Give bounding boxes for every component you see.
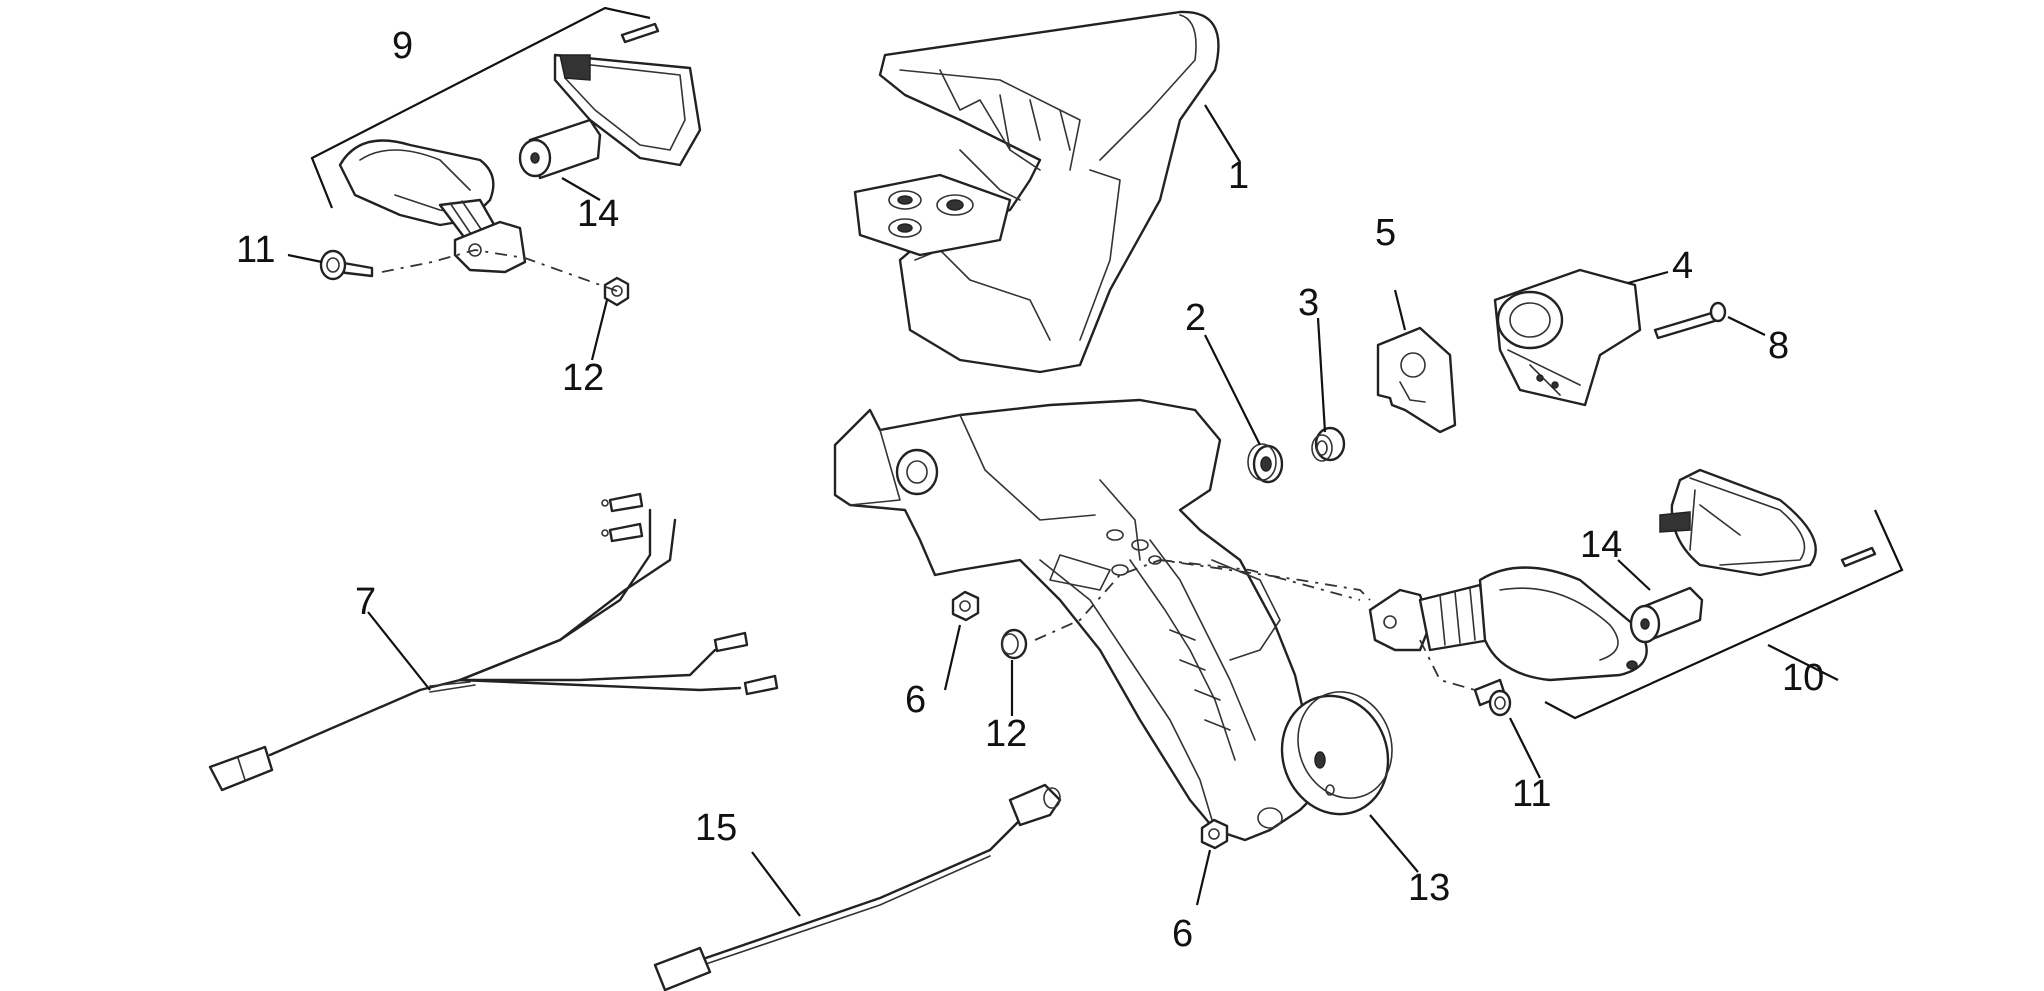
part-12-spacer-center xyxy=(1000,628,1028,660)
callout-6-lower: 6 xyxy=(1172,913,1193,955)
assembly-centerlines xyxy=(381,249,1476,691)
number-plate-bracket xyxy=(833,398,1322,842)
part-6-nut-upper xyxy=(951,590,980,622)
part-5-bracket-plate xyxy=(1376,326,1457,434)
callout-5: 5 xyxy=(1375,212,1396,254)
leader-lines xyxy=(287,104,1839,917)
callout-11-left: 11 xyxy=(236,229,275,271)
callout-12-center: 12 xyxy=(985,713,1027,755)
part-6-nut-lower xyxy=(1200,818,1229,850)
part-1-tail-light-housing xyxy=(853,10,1220,374)
callout-6-upper: 6 xyxy=(905,679,926,721)
callout-2: 2 xyxy=(1185,297,1206,339)
part-3-spacer xyxy=(1311,426,1346,462)
callout-labels: 1 2 3 5 4 8 14 10 11 13 6 6 12 7 15 9 14… xyxy=(236,25,1824,955)
part-10-right-indicator xyxy=(1368,468,1904,720)
callout-12-left: 12 xyxy=(562,357,604,399)
callout-11-right: 11 xyxy=(1512,773,1551,815)
callout-4: 4 xyxy=(1672,245,1693,287)
part-9-left-indicator xyxy=(310,6,702,274)
part-15-wire-lead xyxy=(653,783,1062,991)
callout-7: 7 xyxy=(355,581,376,623)
part-11-screw-right xyxy=(1473,678,1512,717)
part-4-license-plate-light xyxy=(1493,268,1642,407)
part-8-screw xyxy=(1653,301,1727,340)
callout-10: 10 xyxy=(1782,657,1824,699)
part-2-grommet xyxy=(1247,443,1284,484)
callout-13: 13 xyxy=(1408,867,1450,909)
callout-15: 15 xyxy=(695,807,737,849)
callout-3: 3 xyxy=(1298,282,1319,324)
callout-8: 8 xyxy=(1768,325,1789,367)
callout-1: 1 xyxy=(1228,155,1249,197)
part-7-wiring-harness xyxy=(208,492,779,792)
part-11-screw-left xyxy=(319,249,374,281)
part-13-cover-disc xyxy=(1280,691,1393,816)
callout-9: 9 xyxy=(392,25,413,67)
callout-14-right: 14 xyxy=(1580,524,1622,566)
callout-14-left: 14 xyxy=(577,193,619,235)
